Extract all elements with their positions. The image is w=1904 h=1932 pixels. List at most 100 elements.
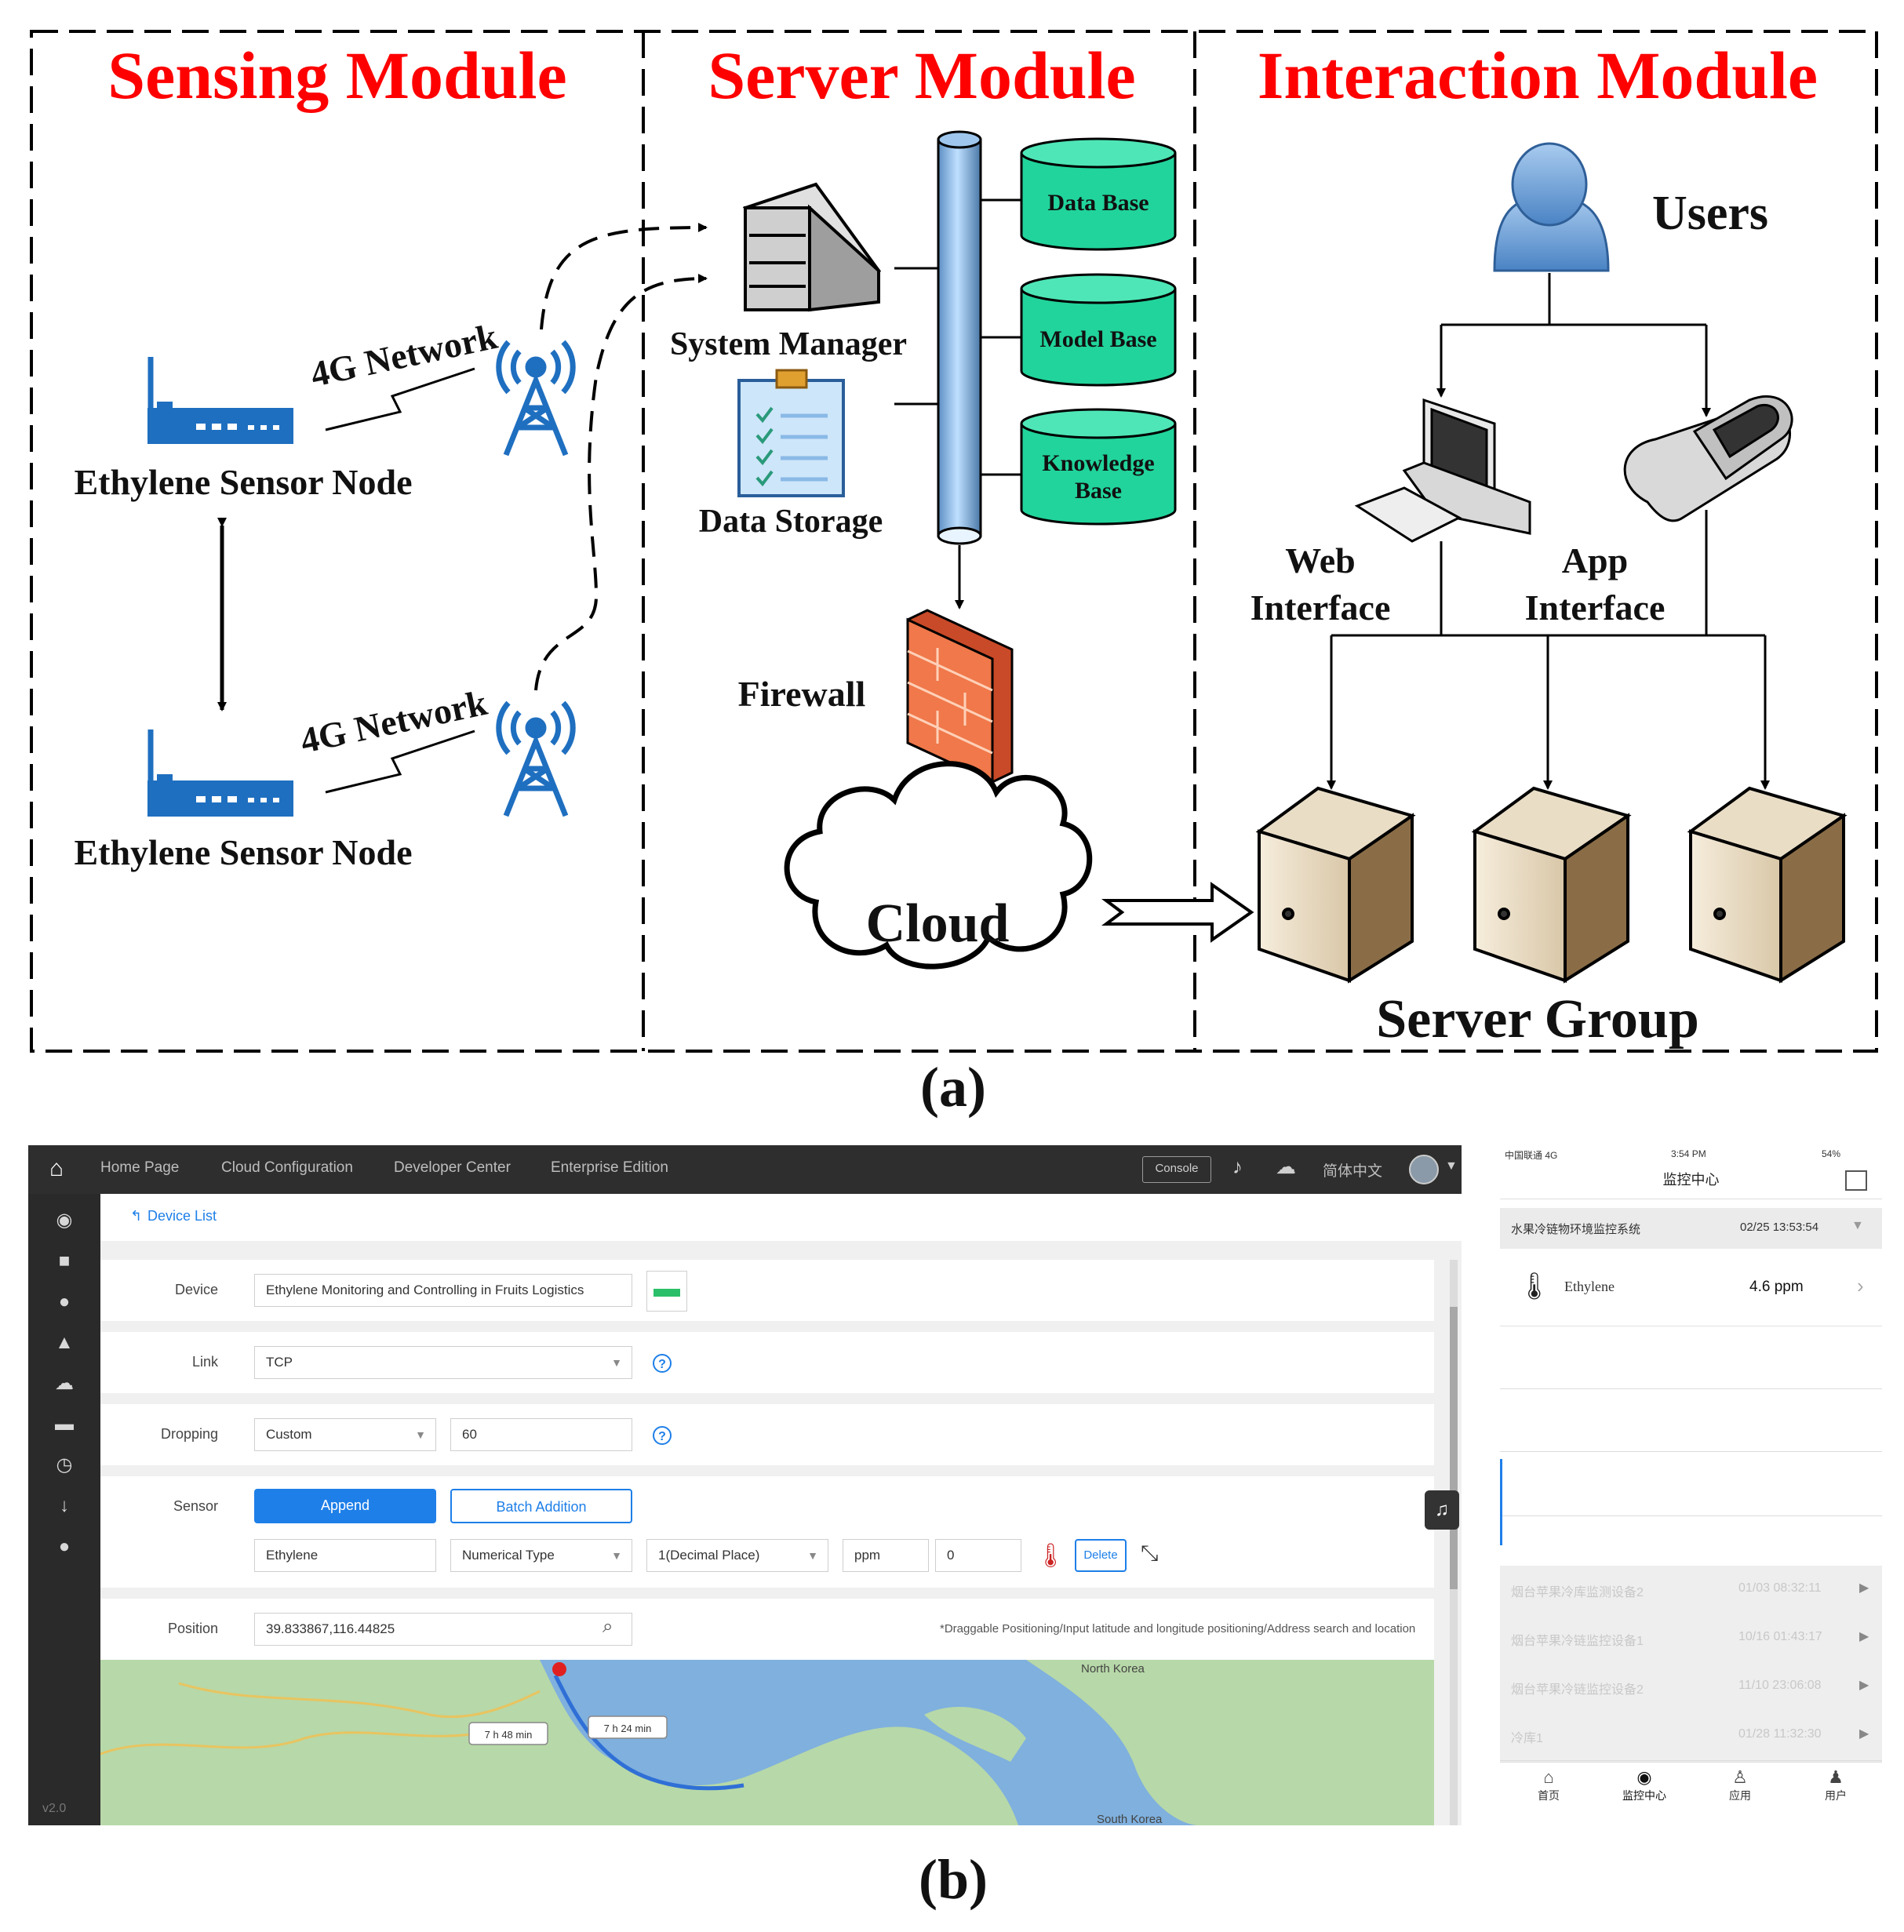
map-region-label-2: South Korea [1097, 1813, 1163, 1825]
product-icon[interactable]: ■ [58, 1250, 71, 1272]
location-map[interactable]: 7 h 48 min 7 h 24 min North Korea South … [100, 1660, 1434, 1825]
move-icon[interactable]: ⤡ [1141, 1541, 1159, 1565]
dropping-mode-value: Custom [266, 1427, 312, 1442]
database-label: Data Base [1047, 190, 1149, 216]
tab-home[interactable]: ⌂ 首页 [1511, 1767, 1586, 1803]
nav-home[interactable]: Home Page [100, 1159, 180, 1176]
nav-cloud-configuration[interactable]: Cloud Configuration [221, 1159, 353, 1176]
clock-icon[interactable]: ◷ [56, 1454, 73, 1475]
dropping-row: Dropping Custom▼ 60 ? [100, 1404, 1434, 1465]
link-select[interactable]: TCP▼ [254, 1346, 632, 1379]
nav-enterprise-edition[interactable]: Enterprise Edition [551, 1159, 668, 1176]
network-label-1: 4G Network [307, 316, 501, 395]
tab-user[interactable]: ♟ 用户 [1798, 1767, 1873, 1803]
system-selector[interactable]: 水果冷链物环境监控系统 02/25 13:53:54 ▼ [1500, 1208, 1882, 1249]
data-storage-label: Data Storage [699, 504, 883, 540]
back-to-device-list[interactable]: Device List [147, 1208, 217, 1224]
chevron-right-icon: › [1857, 1274, 1864, 1297]
language-selector[interactable]: 简体中文 [1323, 1163, 1383, 1180]
decimal-select[interactable]: 1(Decimal Place)▼ [646, 1539, 828, 1572]
phone-tab-bar: ⌂ 首页 ◉ 监控中心 ♙ 应用 ♟ 用户 [1500, 1762, 1882, 1817]
chevron-right-icon: ▶ [1859, 1630, 1869, 1643]
map-canvas: 7 h 48 min 7 h 24 min North Korea South … [100, 1660, 1434, 1825]
route-badge-1: 7 h 48 min [468, 1722, 548, 1745]
location-icon[interactable]: ● [58, 1291, 71, 1312]
sensor-type-select[interactable]: Numerical Type▼ [450, 1539, 632, 1572]
device-time: 01/03 08:32:11 [1738, 1581, 1822, 1595]
batch-addition-button[interactable]: Batch Addition [450, 1489, 632, 1523]
back-arrow-icon[interactable]: ↰ [130, 1208, 143, 1224]
sensor-item-value: 4.6 ppm [1749, 1279, 1804, 1295]
device-name: 烟台苹果冷库监测设备2 [1511, 1586, 1644, 1599]
position-row: Position 39.833867,116.44825 ⌕ *Draggabl… [100, 1599, 1434, 1660]
link-label: Link [191, 1354, 218, 1370]
phone-status-bar: 中国联通 4G 3:54 PM 54% [1500, 1145, 1882, 1164]
network-link-2 [325, 730, 475, 794]
dropping-value-input[interactable]: 60 [450, 1418, 632, 1451]
sensor-node-2-label: Ethylene Sensor Node [74, 832, 412, 872]
tab-apps[interactable]: ♙ 应用 [1702, 1767, 1778, 1803]
server-group-label: Server Group [1376, 989, 1699, 1050]
initial-value-input[interactable]: 0 [935, 1539, 1021, 1572]
download-icon[interactable]: ↓ [60, 1495, 69, 1516]
cloud-icon[interactable]: ☁ [55, 1373, 74, 1394]
network-label-2: 4G Network [297, 682, 490, 761]
data-storage-icon [737, 369, 845, 497]
home-icon: ⌂ [1543, 1767, 1554, 1787]
sensor-name-input[interactable]: Ethylene [254, 1539, 436, 1572]
device-time: 01/28 11:32:30 [1738, 1727, 1822, 1741]
tab-monitor-label: 监控中心 [1622, 1789, 1666, 1802]
phone-header-title: 监控中心 [1662, 1172, 1720, 1188]
bell-icon[interactable]: ♪ [1232, 1155, 1243, 1178]
avatar-chevron-down-icon[interactable]: ▼ [1445, 1159, 1458, 1173]
tab-monitor[interactable]: ◉ 监控中心 [1607, 1767, 1682, 1803]
chevron-down-icon: ▼ [415, 1428, 426, 1441]
avatar[interactable] [1409, 1155, 1439, 1184]
list-divider [1500, 1515, 1882, 1516]
alarm-icon[interactable]: ▲ [55, 1332, 74, 1353]
card-icon[interactable]: ▬ [55, 1414, 74, 1435]
model-base-icon [1020, 273, 1177, 387]
sensor-node-2-icon [147, 730, 293, 817]
unit-input[interactable]: ppm [843, 1539, 929, 1572]
palette-icon[interactable]: ☁ [1276, 1155, 1296, 1178]
sensor-node-1-label: Ethylene Sensor Node [74, 462, 412, 502]
dropping-help-icon[interactable]: ? [653, 1426, 672, 1445]
knowledge-base-label-1: Knowledge [1042, 450, 1154, 476]
append-button[interactable]: Append [254, 1489, 436, 1523]
sensor-list-item[interactable]: 🌡 Ethylene 4.6 ppm › [1500, 1250, 1882, 1326]
user-icon[interactable]: ● [58, 1536, 71, 1557]
device-image-icon[interactable] [646, 1271, 687, 1312]
chevron-down-icon: ▼ [611, 1356, 622, 1369]
device-label: Device [174, 1282, 218, 1297]
route-badge-2: 7 h 24 min [588, 1716, 668, 1739]
position-input[interactable]: 39.833867,116.44825 [254, 1613, 632, 1646]
thermometer-icon[interactable]: 🌡 [1036, 1543, 1066, 1569]
device-name: 烟台苹果冷链监控设备2 [1511, 1683, 1644, 1697]
knowledge-base-icon [1020, 408, 1177, 526]
server-1-icon [1255, 786, 1416, 984]
firewall-icon [906, 609, 1014, 784]
delete-button[interactable]: Delete [1075, 1539, 1127, 1572]
nav-developer-center[interactable]: Developer Center [394, 1159, 511, 1176]
device-time: 11/10 23:06:08 [1738, 1679, 1822, 1692]
status-time: 3:54 PM [1671, 1148, 1706, 1159]
sensor-label: Sensor [173, 1498, 218, 1514]
link-help-icon[interactable]: ? [653, 1354, 672, 1373]
search-icon[interactable]: ⌕ [603, 1616, 613, 1637]
scrollbar[interactable] [1450, 1260, 1458, 1825]
dashboard-icon[interactable]: ◉ [56, 1210, 73, 1231]
interface-connector [1327, 510, 1770, 790]
route-1-label: 7 h 48 min [485, 1729, 533, 1741]
device-field[interactable]: Ethylene Monitoring and Controlling in F… [254, 1274, 632, 1307]
headset-icon[interactable]: ♫ [1425, 1490, 1459, 1530]
console-button[interactable]: Console [1142, 1156, 1211, 1183]
chevron-down-icon: ▼ [1851, 1219, 1864, 1232]
users-label: Users [1652, 187, 1768, 240]
scan-icon[interactable] [1845, 1170, 1867, 1191]
dropping-mode-select[interactable]: Custom ▼ [254, 1418, 436, 1451]
